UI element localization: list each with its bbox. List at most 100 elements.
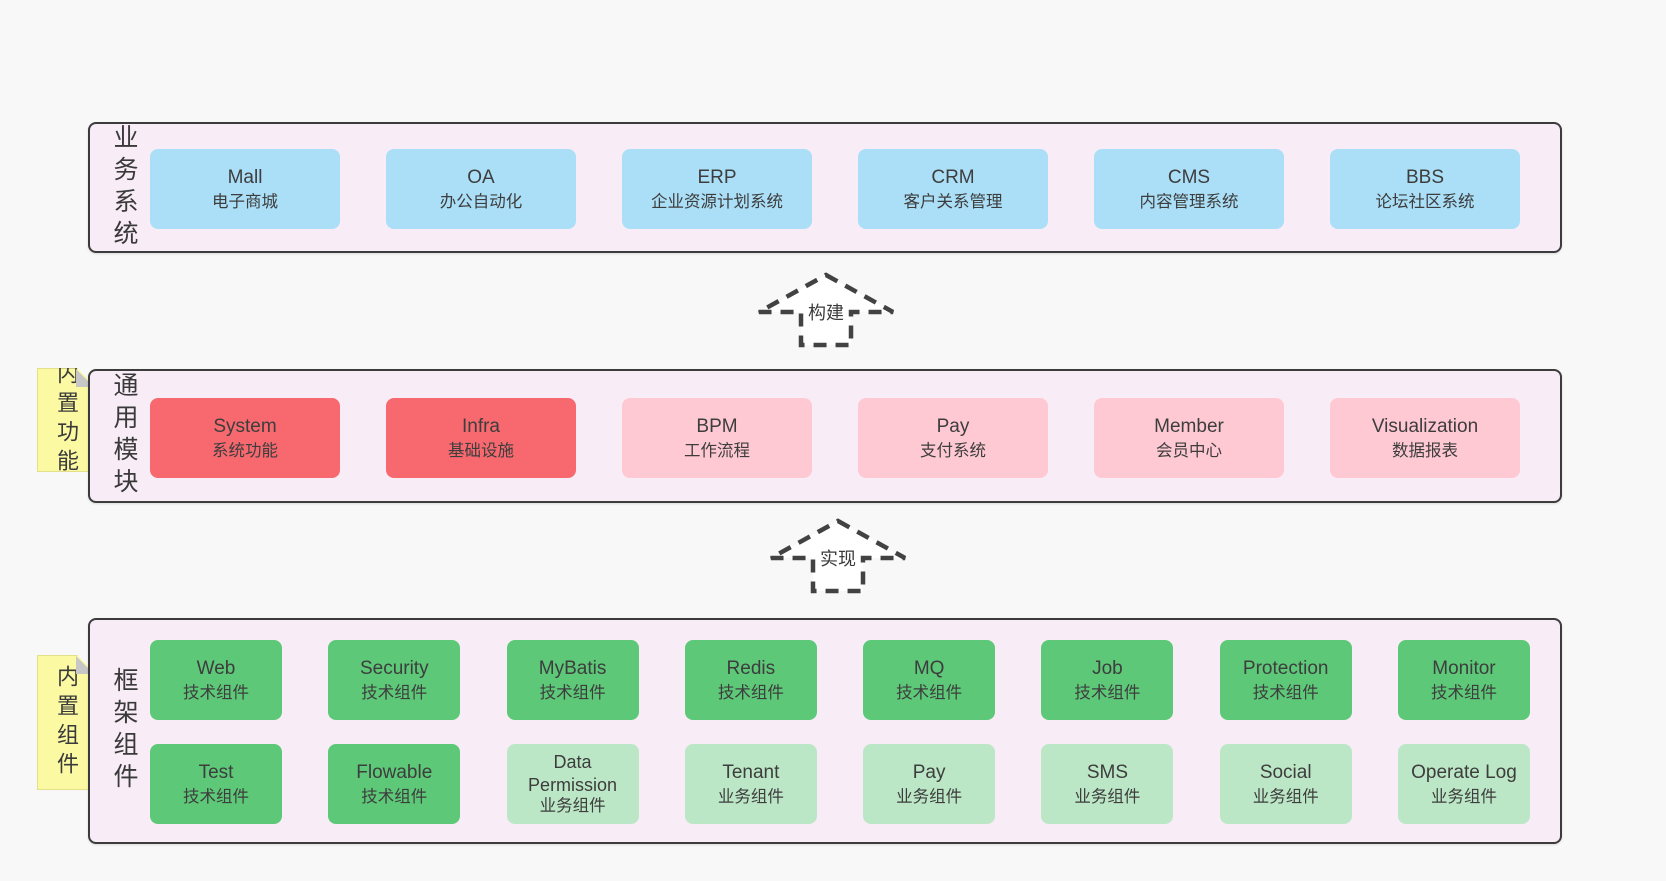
- box-title: Mall: [227, 167, 263, 189]
- box-mall: Mall 电子商城: [150, 149, 340, 229]
- section-framework-components: 框架组件 Web 技术组件 Security 技术组件 MyBatis 技术组件…: [88, 618, 1562, 844]
- box-job: Job 技术组件: [1041, 640, 1174, 720]
- box-title: Visualization: [1371, 416, 1479, 438]
- box-mq: MQ 技术组件: [863, 640, 996, 720]
- box-visualization: Visualization 数据报表: [1330, 398, 1520, 478]
- sticky-label: 内置组件: [54, 664, 79, 781]
- sticky-label: 内置功能: [54, 362, 79, 478]
- box-subtitle: 技术组件: [896, 683, 963, 702]
- box-subtitle: 基础设施: [448, 441, 514, 460]
- box-title: Social: [1259, 762, 1312, 784]
- box-sms: SMS 业务组件: [1041, 744, 1174, 824]
- box-subtitle: 业务组件: [1252, 787, 1319, 806]
- box-subtitle: 技术组件: [183, 787, 249, 806]
- box-title: CRM: [931, 167, 975, 189]
- section-label-business-systems: 业务系统: [110, 123, 138, 252]
- section-label-common-modules: 通用模块: [110, 372, 138, 500]
- box-subtitle: 会员中心: [1156, 441, 1222, 460]
- section-common-modules: 通用模块 System 系统功能 Infra 基础设施 BPM 工作流程 Pay…: [88, 369, 1562, 503]
- box-title: Infra: [461, 416, 501, 438]
- common-modules-row: System 系统功能 Infra 基础设施 BPM 工作流程 Pay 支付系统…: [90, 398, 1560, 478]
- box-subtitle: 技术组件: [361, 683, 428, 702]
- box-data-permission: Data Permission 业务组件: [506, 744, 639, 824]
- box-title: CMS: [1167, 167, 1211, 189]
- box-subtitle: 技术组件: [1252, 683, 1319, 702]
- box-title: MyBatis: [538, 658, 607, 680]
- section-business-systems: 业务系统 Mall 电子商城 OA 办公自动化 ERP 企业资源计划系统 CRM…: [88, 122, 1562, 253]
- box-title: BBS: [1405, 167, 1445, 189]
- box-title: Job: [1092, 658, 1123, 680]
- box-web: Web 技术组件: [150, 640, 282, 720]
- box-title: Web: [196, 658, 236, 680]
- box-title: Operate Log: [1411, 762, 1517, 784]
- box-title: Monitor: [1432, 658, 1496, 680]
- box-subtitle: 电子商城: [212, 192, 278, 211]
- box-erp: ERP 企业资源计划系统: [622, 149, 812, 229]
- box-subtitle: 业务组件: [896, 787, 963, 806]
- box-subtitle: 论坛社区系统: [1375, 192, 1475, 211]
- sticky-built-in-components: 内置组件: [37, 655, 95, 790]
- box-subtitle: 技术组件: [183, 683, 249, 702]
- box-tenant: Tenant 业务组件: [684, 744, 817, 824]
- box-infra: Infra 基础设施: [386, 398, 576, 478]
- box-subtitle: 技术组件: [717, 683, 784, 702]
- box-title: BPM: [696, 416, 738, 438]
- box-protection: Protection 技术组件: [1219, 640, 1352, 720]
- box-bpm: BPM 工作流程: [622, 398, 812, 478]
- box-subtitle: 企业资源计划系统: [651, 192, 783, 211]
- box-title: Protection: [1242, 658, 1329, 680]
- box-flowable: Flowable 技术组件: [328, 744, 461, 824]
- framework-row-1: Web 技术组件 Security 技术组件 MyBatis 技术组件 Redi…: [90, 640, 1560, 720]
- box-test: Test 技术组件: [150, 744, 282, 824]
- box-subtitle: 办公自动化: [439, 192, 523, 211]
- box-title: Security: [359, 658, 429, 680]
- box-title: Tenant: [722, 762, 780, 784]
- box-pay-component: Pay 业务组件: [863, 744, 996, 824]
- build-arrow-label: 构建: [805, 298, 847, 326]
- box-title: Flowable: [356, 762, 433, 784]
- box-title: Pay: [936, 416, 970, 438]
- box-subtitle: 技术组件: [1430, 683, 1497, 702]
- box-title: OA: [467, 167, 495, 189]
- box-title: Test: [198, 762, 234, 784]
- box-title: Member: [1154, 416, 1224, 438]
- box-subtitle: 技术组件: [539, 683, 606, 702]
- box-subtitle: 业务组件: [717, 787, 784, 806]
- implement-arrow-label: 实现: [817, 544, 859, 572]
- box-subtitle: 技术组件: [361, 787, 428, 806]
- box-monitor: Monitor 技术组件: [1397, 640, 1530, 720]
- box-security: Security 技术组件: [328, 640, 461, 720]
- box-subtitle: 数据报表: [1392, 441, 1458, 460]
- box-subtitle: 系统功能: [212, 441, 278, 460]
- box-pay-module: Pay 支付系统: [858, 398, 1048, 478]
- box-title: SMS: [1086, 762, 1128, 784]
- framework-row-2: Test 技术组件 Flowable 技术组件 Data Permission …: [90, 744, 1560, 824]
- box-subtitle: 客户关系管理: [903, 192, 1003, 211]
- box-title: ERP: [697, 167, 737, 189]
- box-subtitle: 业务组件: [1430, 787, 1497, 806]
- box-subtitle: 内容管理系统: [1139, 192, 1239, 211]
- box-subtitle: 支付系统: [920, 441, 986, 460]
- box-subtitle: 技术组件: [1074, 683, 1141, 702]
- box-crm: CRM 客户关系管理: [858, 149, 1048, 229]
- box-mybatis: MyBatis 技术组件: [506, 640, 639, 720]
- box-title: Redis: [726, 658, 776, 680]
- box-cms: CMS 内容管理系统: [1094, 149, 1284, 229]
- implement-arrow: 实现: [768, 518, 908, 594]
- box-bbs: BBS 论坛社区系统: [1330, 149, 1520, 229]
- box-oa: OA 办公自动化: [386, 149, 576, 229]
- section-label-framework-components: 框架组件: [110, 667, 138, 795]
- box-redis: Redis 技术组件: [684, 640, 817, 720]
- box-title: Pay: [912, 762, 946, 784]
- box-subtitle: 业务组件: [1074, 787, 1141, 806]
- box-system: System 系统功能: [150, 398, 340, 478]
- box-title: System: [213, 416, 277, 438]
- box-subtitle: 工作流程: [684, 441, 750, 460]
- business-systems-row: Mall 电子商城 OA 办公自动化 ERP 企业资源计划系统 CRM 客户关系…: [90, 149, 1560, 229]
- box-social: Social 业务组件: [1219, 744, 1352, 824]
- box-operate-log: Operate Log 业务组件: [1397, 744, 1530, 824]
- build-arrow: 构建: [756, 272, 896, 348]
- box-subtitle: 业务组件: [539, 797, 606, 816]
- box-title: Data Permission: [528, 752, 618, 795]
